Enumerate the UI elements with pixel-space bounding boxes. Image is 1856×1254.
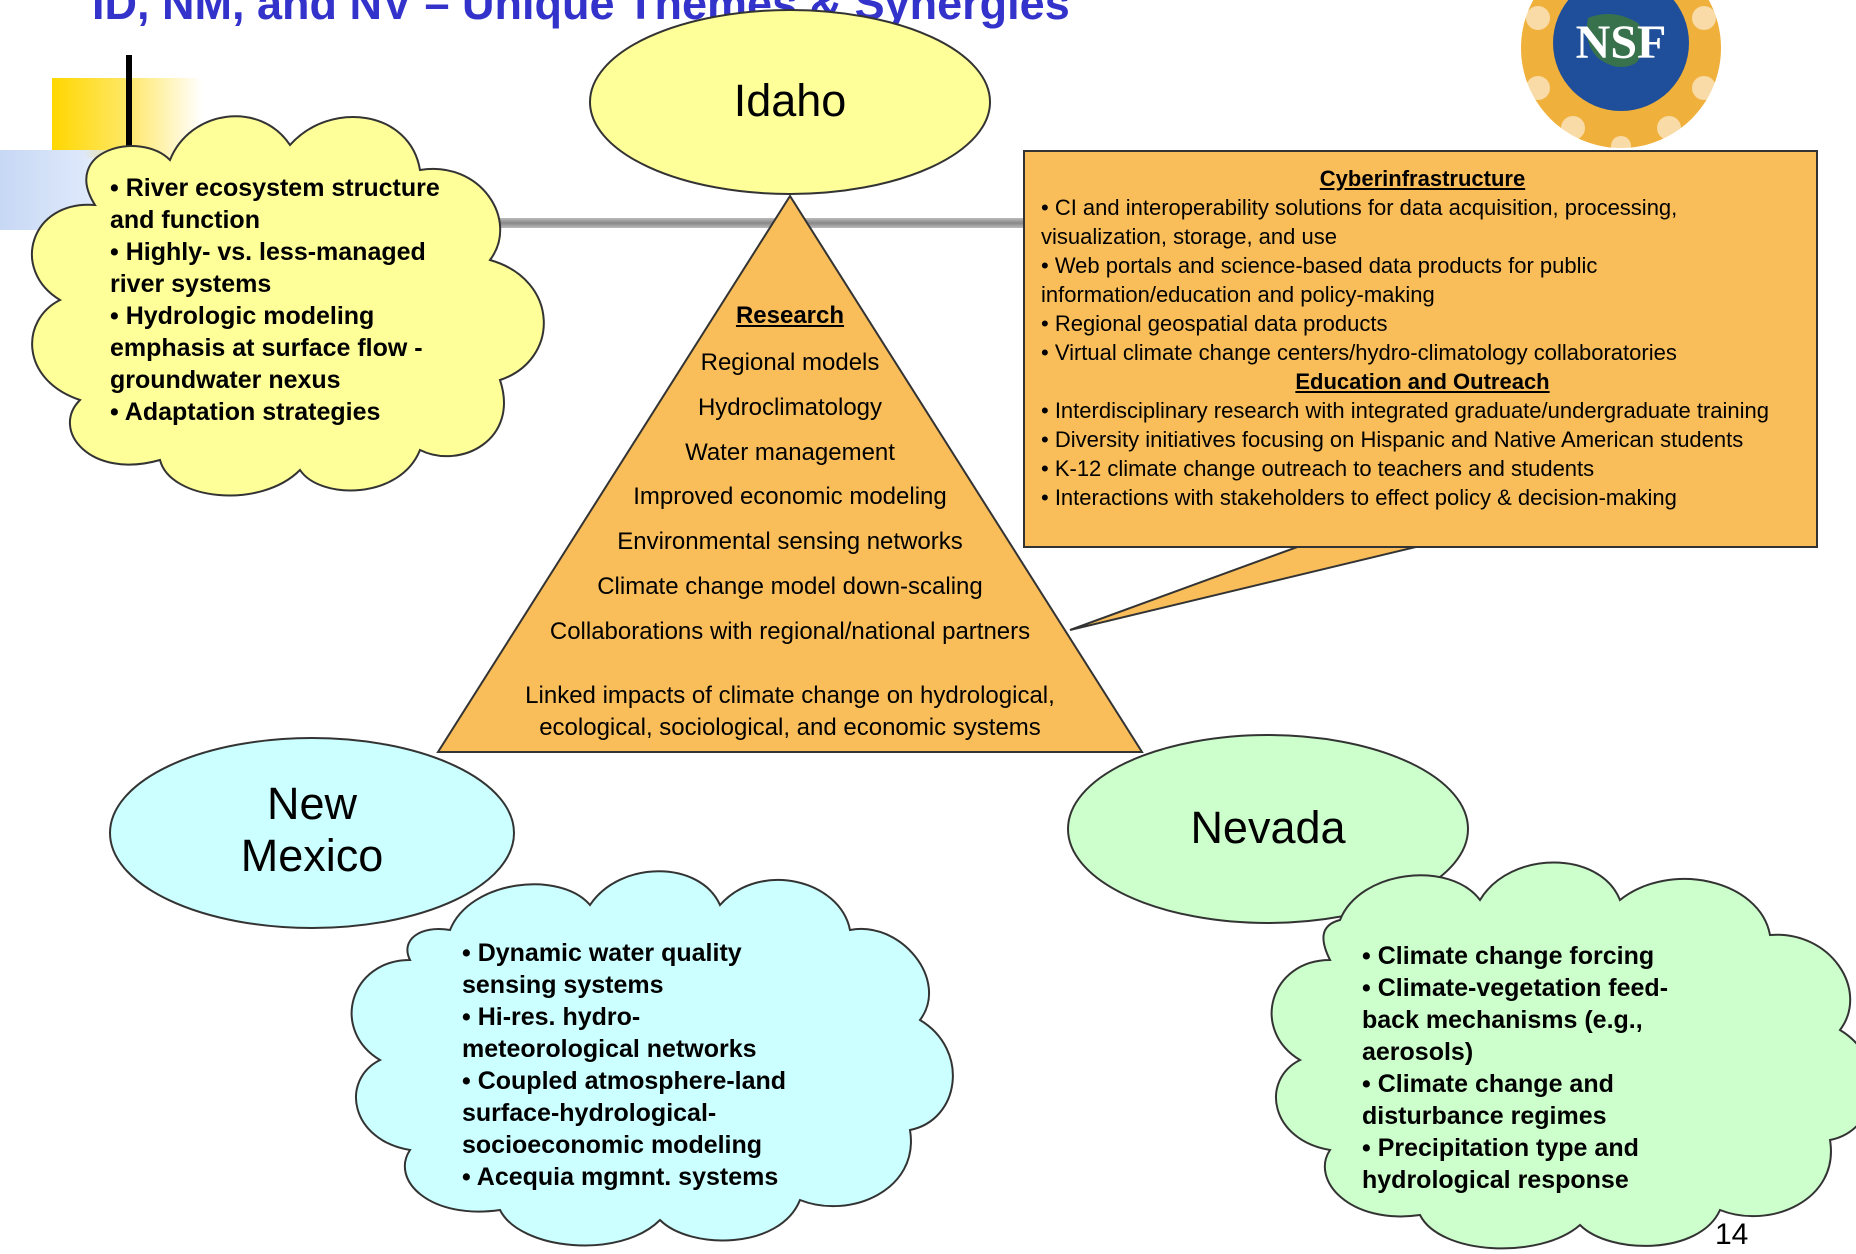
new-mexico-label: New Mexico: [212, 778, 412, 882]
research-item: Climate change model down-scaling: [597, 573, 983, 600]
new-mexico-cloud-item: • Dynamic water quality sensing systems: [462, 939, 742, 999]
education-outreach-heading: Education and Outreach: [1295, 369, 1550, 394]
research-heading: Research: [735, 302, 845, 329]
ci-item: • Web portals and science-based data pro…: [1041, 253, 1598, 307]
eo-item: • Interdisciplinary research with integr…: [1041, 398, 1770, 423]
idaho-cloud-item: • Adaptation strategies: [110, 398, 381, 426]
idaho-cloud: [31, 115, 545, 497]
ci-item: • Virtual climate change centers/hydro-c…: [1041, 340, 1677, 365]
ci-item: • CI and interoperability solutions for …: [1041, 195, 1678, 249]
nevada-label: Nevada: [1190, 802, 1346, 853]
ci-item: • Regional geospatial data products: [1041, 311, 1388, 336]
new-mexico-label-line2: Mexico: [240, 829, 384, 881]
new-mexico-cloud-text: • Dynamic water quality sensing systems …: [462, 937, 807, 1193]
nsf-logo-text: NSF: [1576, 16, 1667, 69]
slide-title: ID, NM, and NV – Unique Themes & Synergi…: [92, 0, 1070, 29]
eo-item: • K-12 climate change outreach to teache…: [1041, 456, 1595, 481]
research-footer-line2: ecological, sociological, and economic s…: [539, 714, 1041, 741]
research-item: Hydroclimatology: [697, 394, 883, 421]
new-mexico-cloud-item: • Hi-res. hydro-meteorological networks: [462, 1003, 757, 1063]
new-mexico-cloud-item: • Acequia mgmnt. systems: [462, 1163, 779, 1191]
new-mexico-oval: [109, 737, 515, 929]
research-item: Improved economic modeling: [633, 483, 947, 510]
new-mexico-label-line1: New: [266, 778, 358, 829]
research-item: Environmental sensing networks: [617, 528, 963, 555]
research-item: Water management: [685, 439, 895, 466]
nevada-cloud-item: • Climate change and disturbance regimes: [1362, 1070, 1614, 1130]
new-mexico-cloud: [350, 870, 954, 1247]
idaho-oval: [589, 9, 991, 195]
idaho-cloud-item: • Highly- vs. less-managed river systems: [110, 238, 426, 298]
ci-education-callout: Cyberinfrastructure • CI and interoperab…: [1023, 150, 1818, 548]
idaho-cloud-item: • Hydrologic modeling emphasis at surfac…: [110, 302, 423, 394]
template-horizontal-rule: [470, 218, 1050, 228]
research-footer-line1: Linked impacts of climate change on hydr…: [525, 682, 1055, 709]
research-triangle: [436, 194, 1144, 753]
idaho-label: Idaho: [733, 75, 847, 126]
eo-item: • Diversity initiatives focusing on Hisp…: [1041, 427, 1744, 452]
research-item: Regional models: [700, 349, 880, 376]
new-mexico-cloud-item: • Coupled atmosphere-land surface-hydrol…: [462, 1067, 787, 1159]
nevada-cloud-text: • Climate change forcing • Climate-veget…: [1362, 940, 1707, 1196]
idaho-cloud-item: • River ecosystem structure and function: [110, 174, 440, 234]
nevada-cloud-item: • Precipitation type and hydrological re…: [1362, 1134, 1639, 1194]
callout-pointer: [1069, 545, 1421, 631]
eo-item: • Interactions with stakeholders to effe…: [1041, 485, 1677, 510]
nevada-cloud: [1270, 861, 1856, 1250]
ci-heading: Cyberinfrastructure: [1319, 166, 1526, 191]
research-item: Collaborations with regional/national pa…: [549, 618, 1031, 645]
nevada-cloud-item: • Climate-vegetation feed-back mechanism…: [1362, 974, 1669, 1066]
nevada-cloud-item: • Climate change forcing: [1362, 942, 1655, 970]
template-vertical-rule: [126, 55, 132, 185]
idaho-cloud-text: • River ecosystem structure and function…: [110, 172, 455, 428]
page-number: 14: [1715, 1218, 1749, 1251]
nevada-oval: [1067, 734, 1469, 924]
